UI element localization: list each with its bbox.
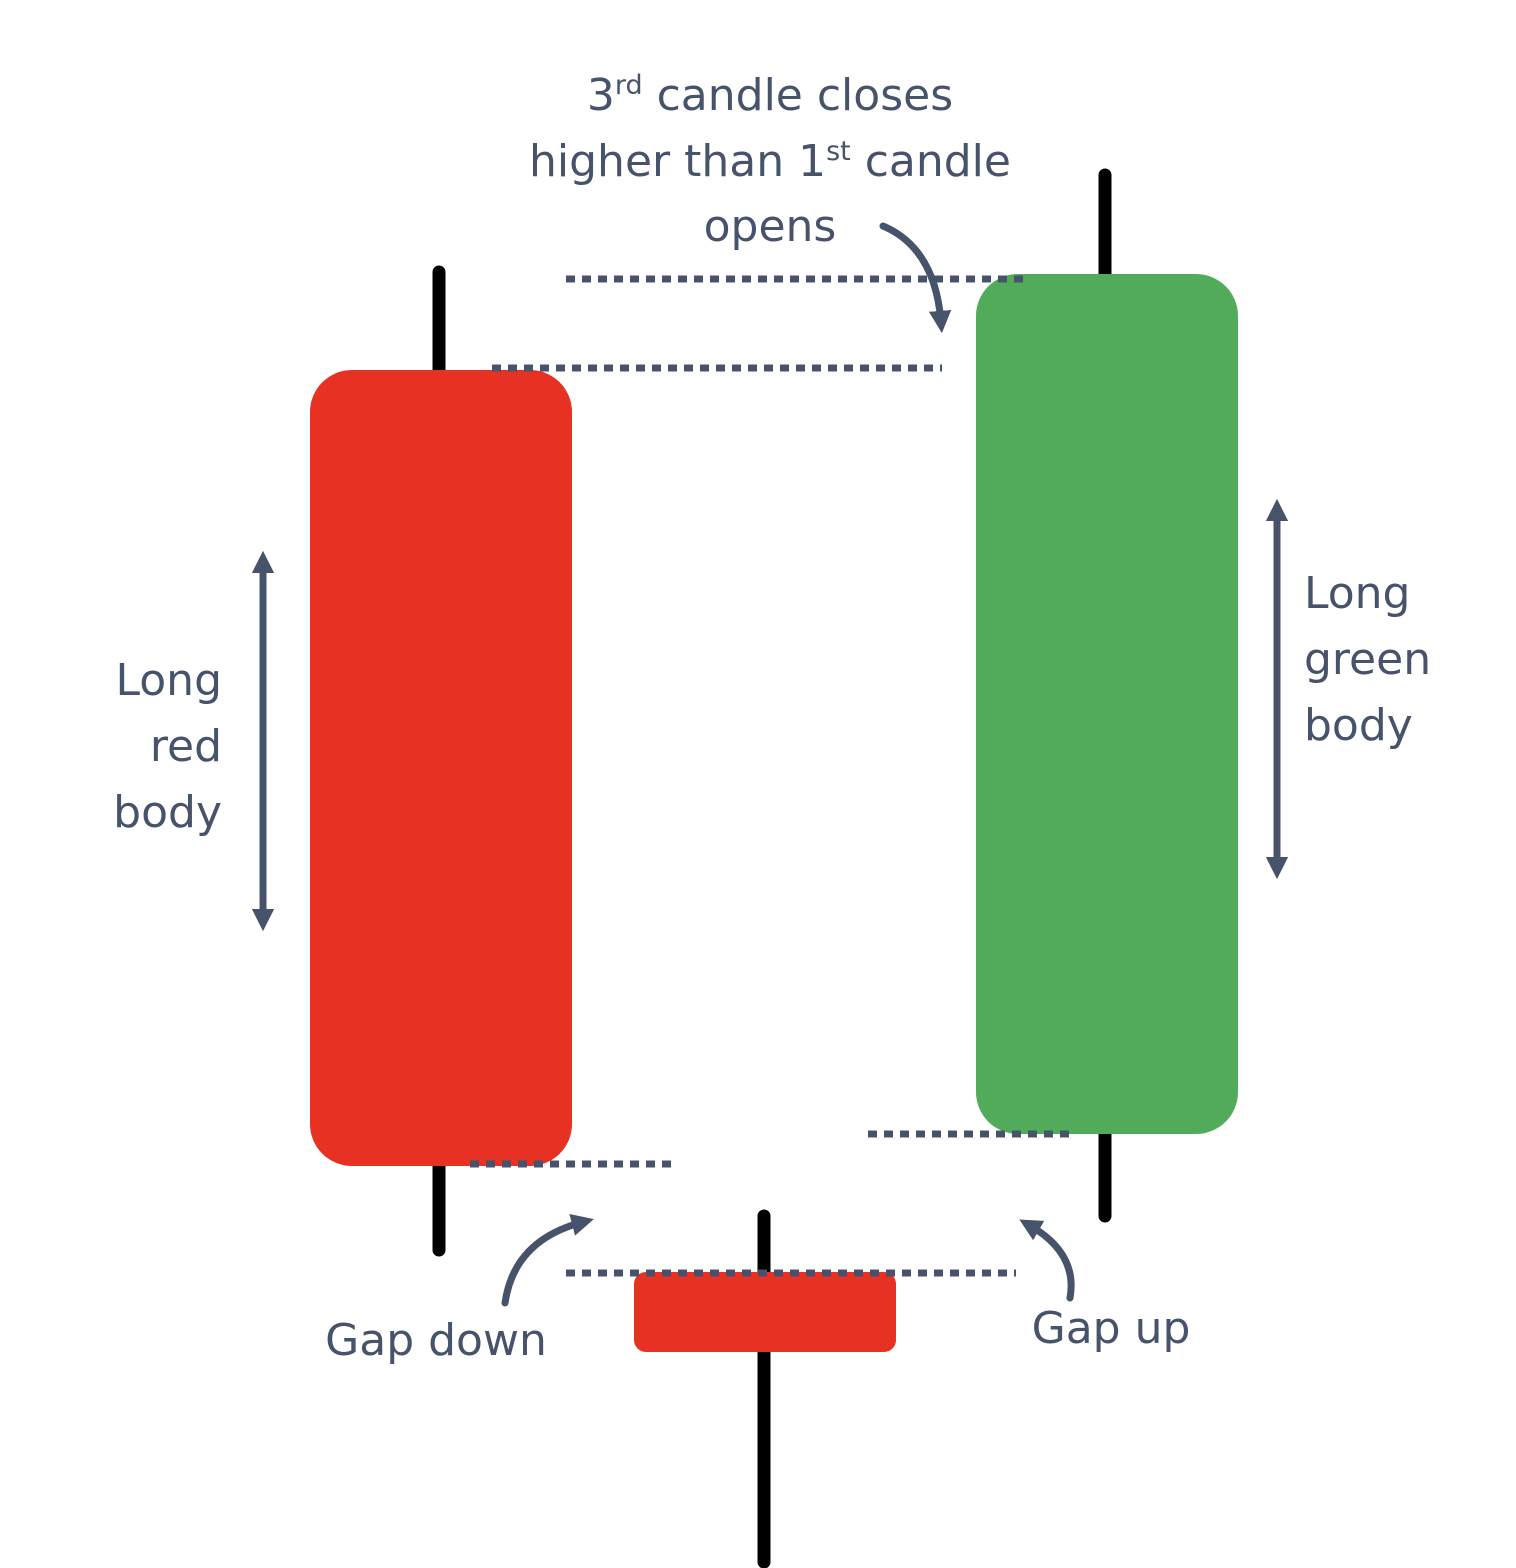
first-candle — [310, 265, 572, 1257]
right-body-label-line-3: body — [1304, 700, 1413, 751]
third-candle — [976, 168, 1238, 1223]
top-annotation: 3rd candle closes higher than 1st candle… — [529, 70, 1011, 252]
gap-up-label: Gap up — [1032, 1303, 1191, 1354]
gap-down-curved-arrow-icon — [501, 1213, 594, 1307]
top-annotation-line-1: 3rd candle closes — [587, 70, 953, 121]
gap-up-curved-arrow-icon — [1019, 1219, 1075, 1302]
top-annotation-line-3: opens — [704, 201, 837, 252]
left-body-label: Long red body — [113, 655, 222, 838]
right-body-label: Long green body — [1304, 568, 1431, 751]
second-candle-body — [634, 1272, 896, 1352]
right-body-label-line-2: green — [1304, 634, 1431, 685]
left-body-label-line-3: body — [113, 787, 222, 838]
guide-lines — [470, 275, 1074, 1277]
top-curved-arrow-icon — [879, 222, 952, 334]
first-candle-body — [310, 370, 572, 1166]
left-body-label-line-2: red — [150, 721, 222, 772]
top-annotation-line-2: higher than 1st candle — [529, 136, 1011, 187]
second-candle — [634, 1209, 896, 1568]
left-body-label-line-1: Long — [116, 655, 222, 706]
right-body-label-line-1: Long — [1304, 568, 1410, 619]
gap-down-label: Gap down — [325, 1315, 547, 1366]
arrows — [251, 222, 1289, 1307]
third-candle-body — [976, 274, 1238, 1134]
